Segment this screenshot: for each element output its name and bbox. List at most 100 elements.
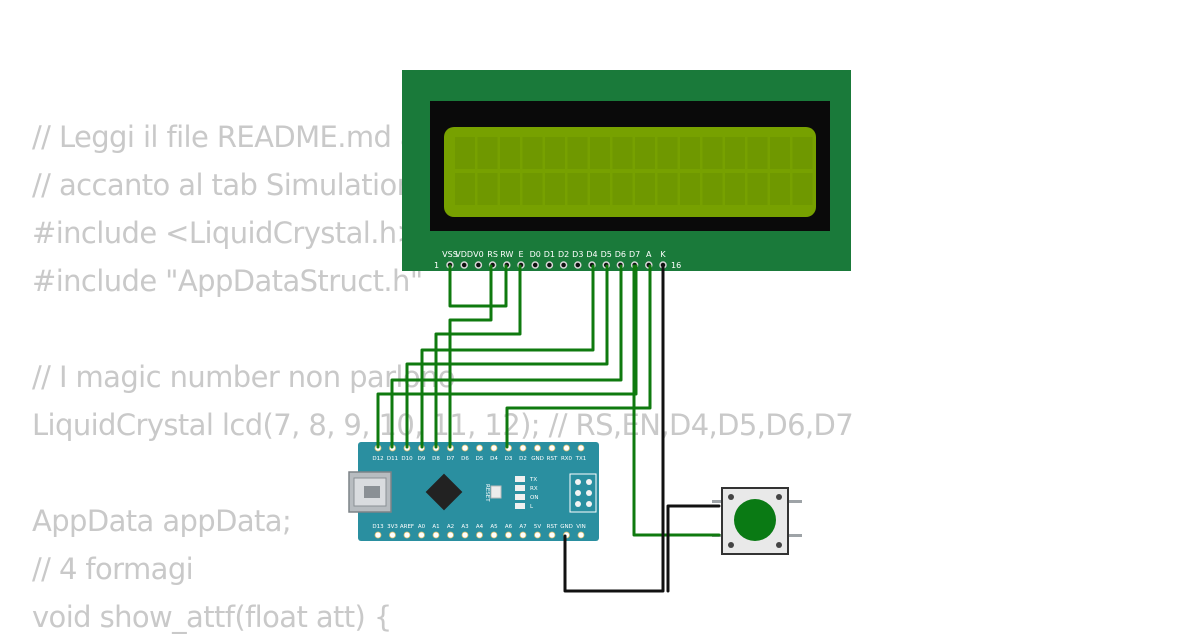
nano-pin-bottom[interactable] bbox=[476, 531, 483, 539]
nano-top-pin-label: D11 bbox=[387, 456, 398, 462]
nano-top-pin-label: RX0 bbox=[561, 456, 573, 462]
nano-pin-bottom[interactable] bbox=[534, 531, 541, 539]
lcd-cell bbox=[612, 137, 633, 169]
lcd-cell bbox=[702, 173, 723, 205]
led-label: RX bbox=[530, 486, 538, 492]
nano-pin-bottom[interactable] bbox=[447, 531, 454, 539]
led bbox=[515, 494, 525, 500]
lcd-pin-label: D4 bbox=[586, 250, 597, 259]
lcd-cell bbox=[635, 173, 655, 205]
nano-pin-bottom[interactable] bbox=[505, 531, 512, 539]
nano-pin-bottom[interactable] bbox=[418, 531, 425, 539]
lcd-pin[interactable] bbox=[474, 261, 483, 269]
lcd-pin[interactable] bbox=[545, 261, 554, 269]
lcd-cell bbox=[522, 137, 543, 169]
lcd-cell bbox=[455, 137, 475, 169]
code-line: #include "AppDataStruct.h" bbox=[32, 264, 423, 298]
code-line: // accanto al tab Simulation bbox=[32, 168, 415, 202]
lcd-character-grid bbox=[455, 137, 813, 205]
nano-bottom-pin-label: GND bbox=[560, 524, 573, 530]
wire-lcd-d6-d11 bbox=[390, 264, 623, 449]
lcd-pin[interactable] bbox=[559, 261, 568, 269]
nano-pin-top[interactable] bbox=[577, 444, 585, 452]
nano-top-pin-label: D5 bbox=[476, 456, 484, 462]
nano-bottom-pin-label: A2 bbox=[447, 524, 454, 530]
nano-top-pin-label: D12 bbox=[372, 456, 383, 462]
nano-bottom-pin-label: A3 bbox=[461, 524, 469, 530]
nano-pin-bottom[interactable] bbox=[548, 531, 556, 539]
led bbox=[515, 476, 525, 482]
lcd-cell bbox=[567, 137, 588, 169]
nano-pin-top[interactable] bbox=[519, 444, 527, 452]
nano-top-pin-label: D2 bbox=[519, 456, 527, 462]
nano-pin-bottom[interactable] bbox=[461, 531, 469, 539]
nano-pin-top[interactable] bbox=[476, 444, 483, 452]
lcd-pin-label: VDD bbox=[455, 250, 473, 259]
code-line: #include <LiquidCrystal.h> bbox=[32, 216, 421, 250]
nano-pin-bottom[interactable] bbox=[403, 531, 411, 539]
nano-pin-bottom[interactable] bbox=[389, 531, 396, 539]
lcd-cell bbox=[680, 137, 700, 169]
nano-pin-top[interactable] bbox=[563, 444, 570, 452]
code-line: // I magic number non parlono bbox=[32, 360, 456, 394]
nano-pin-bottom[interactable] bbox=[490, 531, 498, 539]
led bbox=[515, 485, 525, 491]
lcd-cell bbox=[477, 137, 498, 169]
lcd-cell bbox=[545, 137, 565, 169]
code-line: void show_attf(float att) { bbox=[32, 600, 392, 634]
lcd-pin-label: D1 bbox=[544, 250, 555, 259]
nano-pin-top[interactable] bbox=[548, 444, 556, 452]
nano-pin-top[interactable] bbox=[461, 444, 469, 452]
lcd-cell bbox=[702, 137, 723, 169]
lcd-cell bbox=[455, 173, 475, 205]
nano-bottom-pin-label: A4 bbox=[476, 524, 484, 530]
lcd-cell bbox=[612, 173, 633, 205]
nano-top-pin-label: D3 bbox=[505, 456, 513, 462]
nano-bottom-pin-label: A5 bbox=[490, 524, 498, 530]
reset-button[interactable] bbox=[490, 485, 502, 499]
nano-bottom-pin-label: A1 bbox=[432, 524, 439, 530]
nano-pin-bottom[interactable] bbox=[374, 531, 382, 539]
nano-pin-bottom[interactable] bbox=[519, 531, 527, 539]
nano-pin-top[interactable] bbox=[490, 444, 498, 452]
lcd-pin-label: RS bbox=[487, 250, 498, 259]
nano-top-pin-label: D8 bbox=[432, 456, 440, 462]
lcd-cell bbox=[590, 137, 610, 169]
nano-bottom-pin-label: 3V3 bbox=[387, 524, 398, 530]
lcd-pin[interactable] bbox=[574, 261, 582, 269]
lcd-cell bbox=[792, 137, 813, 169]
lcd-cell bbox=[770, 173, 790, 205]
icsp-header bbox=[569, 473, 597, 513]
lcd-pin-header bbox=[446, 261, 667, 269]
lcd-cell bbox=[522, 173, 543, 205]
lcd-cell bbox=[725, 173, 745, 205]
nano-bottom-pin-label: A0 bbox=[418, 524, 426, 530]
button-leg-top-right bbox=[786, 500, 802, 503]
nano-bottom-pin-label: AREF bbox=[400, 524, 414, 530]
lcd-pin[interactable] bbox=[460, 261, 468, 269]
nano-pin-bottom[interactable] bbox=[432, 531, 440, 539]
lcd-pin-label: D0 bbox=[530, 250, 541, 259]
lcd-pin-last-label: 16 bbox=[671, 261, 681, 270]
reset-label: RESET bbox=[484, 484, 490, 502]
nano-bottom-pin-label: D13 bbox=[372, 524, 384, 530]
lcd-cell bbox=[680, 173, 700, 205]
nano-pin-bottom[interactable] bbox=[577, 531, 585, 539]
button-cap[interactable] bbox=[734, 499, 776, 541]
lcd-pin[interactable] bbox=[531, 261, 539, 269]
nano-pin-top[interactable] bbox=[534, 444, 541, 452]
nano-top-pin-label: D6 bbox=[461, 456, 469, 462]
push-button[interactable] bbox=[712, 487, 802, 555]
nano-top-pin-label: RST bbox=[547, 456, 558, 462]
button-corner-bl bbox=[728, 542, 734, 548]
nano-board bbox=[358, 442, 599, 541]
nano-bottom-pin-label: A7 bbox=[519, 524, 527, 530]
lcd-cell bbox=[567, 173, 588, 205]
wire-button-gnd bbox=[632, 264, 721, 537]
lcd-cell bbox=[545, 173, 565, 205]
lcd-pin-label: RW bbox=[500, 250, 513, 259]
